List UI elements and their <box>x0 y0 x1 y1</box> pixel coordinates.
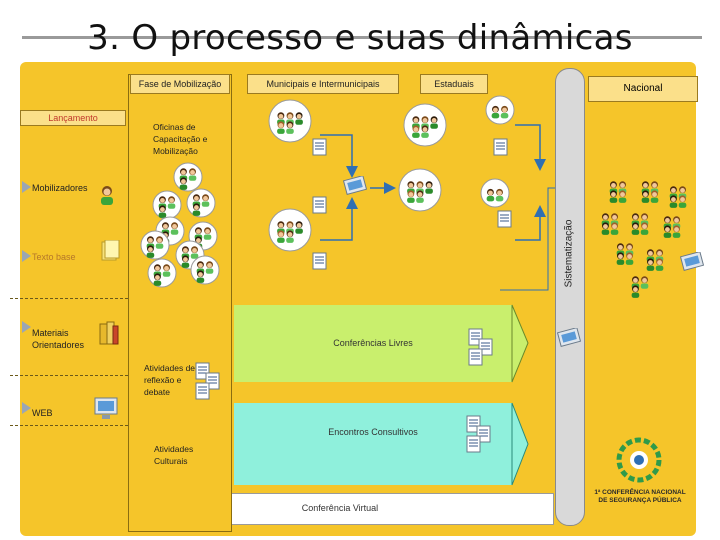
people-group-icon <box>186 188 216 218</box>
texto-base-label: Texto base <box>32 252 76 262</box>
conferencias-livres-band <box>234 305 512 382</box>
people-group-icon <box>173 162 203 192</box>
document-icon <box>101 240 120 261</box>
mobilizadores-label: Mobilizadores <box>32 183 88 193</box>
people-group-icon <box>601 213 619 235</box>
people-group-icon <box>631 276 649 298</box>
people-group-icon <box>485 95 515 125</box>
atividades-culturais-label: Atividades Culturais <box>154 444 194 466</box>
document-icon <box>493 138 508 156</box>
conferencias-livres-label: Conferências Livres <box>333 338 413 348</box>
document-icon <box>466 435 481 453</box>
document-icon <box>312 252 327 270</box>
encontros-consultivos-band <box>234 403 512 485</box>
computer-icon <box>680 252 705 271</box>
people-group-icon <box>403 103 447 147</box>
people-group-icon <box>101 186 113 205</box>
document-icon <box>497 210 512 228</box>
people-group-icon <box>140 230 170 260</box>
lancamento-label: Lançamento <box>20 110 126 126</box>
document-icon <box>312 196 327 214</box>
people-group-icon <box>641 181 659 203</box>
computer-icon <box>94 397 118 419</box>
arrow-icon <box>22 402 31 414</box>
web-label: WEB <box>32 408 53 418</box>
computer-icon <box>557 328 582 347</box>
page-title: 3. O processo e suas dinâmicas <box>87 18 633 58</box>
logo-line2: DE SEGURANÇA PÚBLICA <box>598 497 682 504</box>
fase-mobilizacao-column <box>128 74 232 532</box>
people-group-icon <box>190 255 220 285</box>
conference-logo-icon <box>616 437 662 483</box>
arrow-icon <box>22 181 31 193</box>
conferencia-virtual-label: Conferência Virtual <box>301 503 379 513</box>
divider <box>10 298 128 299</box>
computer-icon <box>343 176 368 195</box>
people-group-icon <box>268 99 312 143</box>
header-municipais: Municipais e Intermunicipais <box>247 74 399 94</box>
atividades-reflexao-label: Atividades de reflexão e debate <box>144 363 196 397</box>
people-group-icon <box>616 243 634 265</box>
document-icon <box>312 138 327 156</box>
header-estaduais: Estaduais <box>420 74 488 94</box>
people-group-icon <box>609 181 627 203</box>
document-icon <box>195 382 210 400</box>
people-group-icon <box>480 178 510 208</box>
sistematizacao-bar <box>555 68 585 526</box>
people-group-icon <box>646 249 664 271</box>
people-group-icon <box>147 258 177 288</box>
people-group-icon <box>268 208 312 252</box>
document-icon <box>468 348 483 366</box>
people-group-icon <box>398 168 442 212</box>
title-rule <box>22 36 702 39</box>
books-icon <box>99 321 119 345</box>
header-nacional: Nacional <box>588 76 698 102</box>
people-group-icon <box>631 213 649 235</box>
materiais-label: Materiais Orientadores <box>32 328 85 350</box>
arrow-icon <box>22 321 31 333</box>
oficinas-label: Oficinas de Capacitação e Mobilização <box>153 122 208 156</box>
divider <box>10 425 128 426</box>
people-group-icon <box>669 186 687 208</box>
arrow-icon <box>22 250 31 262</box>
divider <box>10 375 128 376</box>
encontros-consultivos-label: Encontros Consultivos <box>328 427 418 437</box>
header-fase: Fase de Mobilização <box>130 74 230 94</box>
logo-line1: 1ª CONFERÊNCIA NACIONAL <box>594 489 686 496</box>
people-group-icon <box>663 216 681 238</box>
